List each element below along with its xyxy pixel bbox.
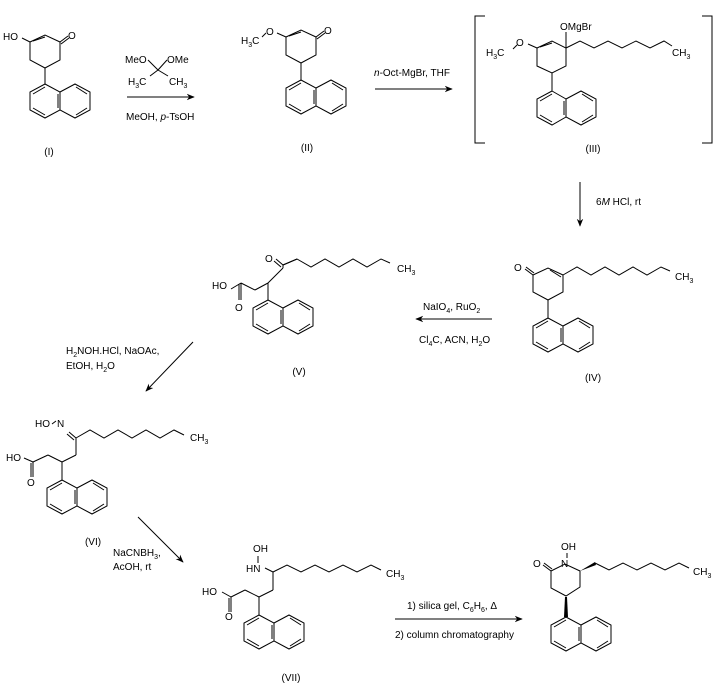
atom-ho: HO [212, 281, 227, 292]
condition-below: 2) column chromatography [395, 630, 514, 641]
condition-line2: AcOH, rt [113, 562, 152, 573]
atom-h3c: H3C [241, 36, 259, 49]
atom-hn: HN [246, 564, 260, 575]
atom-o-ether: O [266, 27, 274, 38]
reaction-arrow [145, 341, 194, 392]
atom-o: O [514, 263, 522, 274]
atom-oh: OH [561, 542, 576, 553]
compound-product: O N OH CH3 [533, 542, 711, 652]
compound-IV: O CH3 [514, 263, 693, 353]
condition-above: NaIO4, RuO2 [423, 302, 480, 315]
atom-ch3: CH3 [190, 433, 208, 446]
condition-below: Cl4C, ACN, H2O [419, 335, 490, 348]
atom-o-acid: O [225, 612, 233, 623]
reagent-ch3: CH3 [169, 77, 187, 90]
compound-label-III: (III) [586, 144, 601, 155]
atom-o: O [68, 31, 76, 42]
compound-label-V: (V) [292, 367, 305, 378]
atom-ho: HO [3, 32, 18, 43]
atom-ch3: CH3 [693, 567, 711, 580]
compound-label-VI: (VI) [85, 537, 101, 548]
step-I-to-II: MeO OMe H3C CH3 MeOH, p-TsOH [125, 55, 195, 123]
atom-h3c: H3C [486, 48, 504, 61]
reagent-meo: MeO [125, 55, 147, 66]
step-II-to-III: n-Oct-MgBr, THF [374, 68, 453, 93]
compound-label-VII: (VII) [282, 673, 301, 684]
naphthyl-group [243, 614, 305, 650]
condition-line2: EtOH, H2O [66, 361, 115, 374]
atom-o-acid: O [235, 303, 243, 314]
compound-V: HO O O CH3 [212, 254, 415, 335]
atom-oh: OH [253, 544, 268, 555]
step-III-to-IV: 6M HCl, rt [576, 182, 641, 227]
atom-o: O [324, 26, 332, 37]
naphthyl-group [285, 79, 347, 115]
step-VI-to-VII: NaCNBH3, AcOH, rt [113, 516, 184, 573]
atom-o-ether: O [516, 38, 524, 49]
compound-label-I: (I) [44, 147, 53, 158]
atom-o: O [533, 559, 541, 570]
naphthyl-group [252, 299, 314, 335]
atom-ch3: CH3 [672, 48, 690, 61]
naphthyl-group [46, 479, 108, 515]
naphthyl-group [536, 90, 597, 126]
atom-n: N [561, 559, 568, 570]
atom-ch3: CH3 [397, 264, 415, 277]
condition-above: 1) silica gel, C6H6, Δ [407, 601, 497, 614]
condition-line1: NaCNBH3, [113, 548, 161, 561]
reagent-ome: OMe [167, 55, 189, 66]
condition-below: MeOH, p-TsOH [126, 112, 194, 123]
naphthyl-group [532, 317, 594, 353]
wedge-bond [564, 597, 568, 617]
atom-o-ketone: O [265, 254, 273, 265]
compound-VII: HO O OH HN CH3 [202, 544, 404, 650]
compound-label-II: (II) [301, 143, 313, 154]
atom-ho: HO [202, 587, 217, 598]
bracket-left [474, 15, 485, 144]
compound-VI: HO O HO N CH3 [6, 419, 208, 515]
step-IV-to-V: NaIO4, RuO2 Cl4C, ACN, H2O [415, 302, 492, 348]
atom-ch3: CH3 [386, 569, 404, 582]
condition-above: n-Oct-MgBr, THF [374, 68, 450, 79]
naphthyl-group [550, 616, 612, 652]
compound-I: HO O [3, 31, 91, 119]
reagent-h3c: H3C [128, 77, 146, 90]
condition-line1: H2NOH.HCl, NaOAc, [66, 346, 159, 359]
compound-II: H3C O O [241, 26, 347, 115]
condition-beside: 6M HCl, rt [596, 197, 641, 208]
naphthyl-group [29, 83, 91, 119]
wedge-bond [580, 562, 596, 571]
atom-ch3: CH3 [675, 272, 693, 285]
atom-ho: HO [6, 453, 21, 464]
reaction-arrow [137, 516, 184, 563]
step-V-to-VI: H2NOH.HCl, NaOAc, EtOH, H2O [66, 341, 194, 392]
atom-o-acid: O [27, 478, 35, 489]
bracket-right [702, 15, 713, 144]
compound-III: H3C O OMgBr CH3 [474, 15, 713, 144]
atom-omgbr: OMgBr [560, 22, 592, 33]
atom-n: N [57, 419, 64, 430]
compound-label-IV: (IV) [585, 373, 601, 384]
step-VII-to-VIII: 1) silica gel, C6H6, Δ 2) column chromat… [395, 601, 523, 641]
atom-hon: HO [35, 419, 50, 430]
